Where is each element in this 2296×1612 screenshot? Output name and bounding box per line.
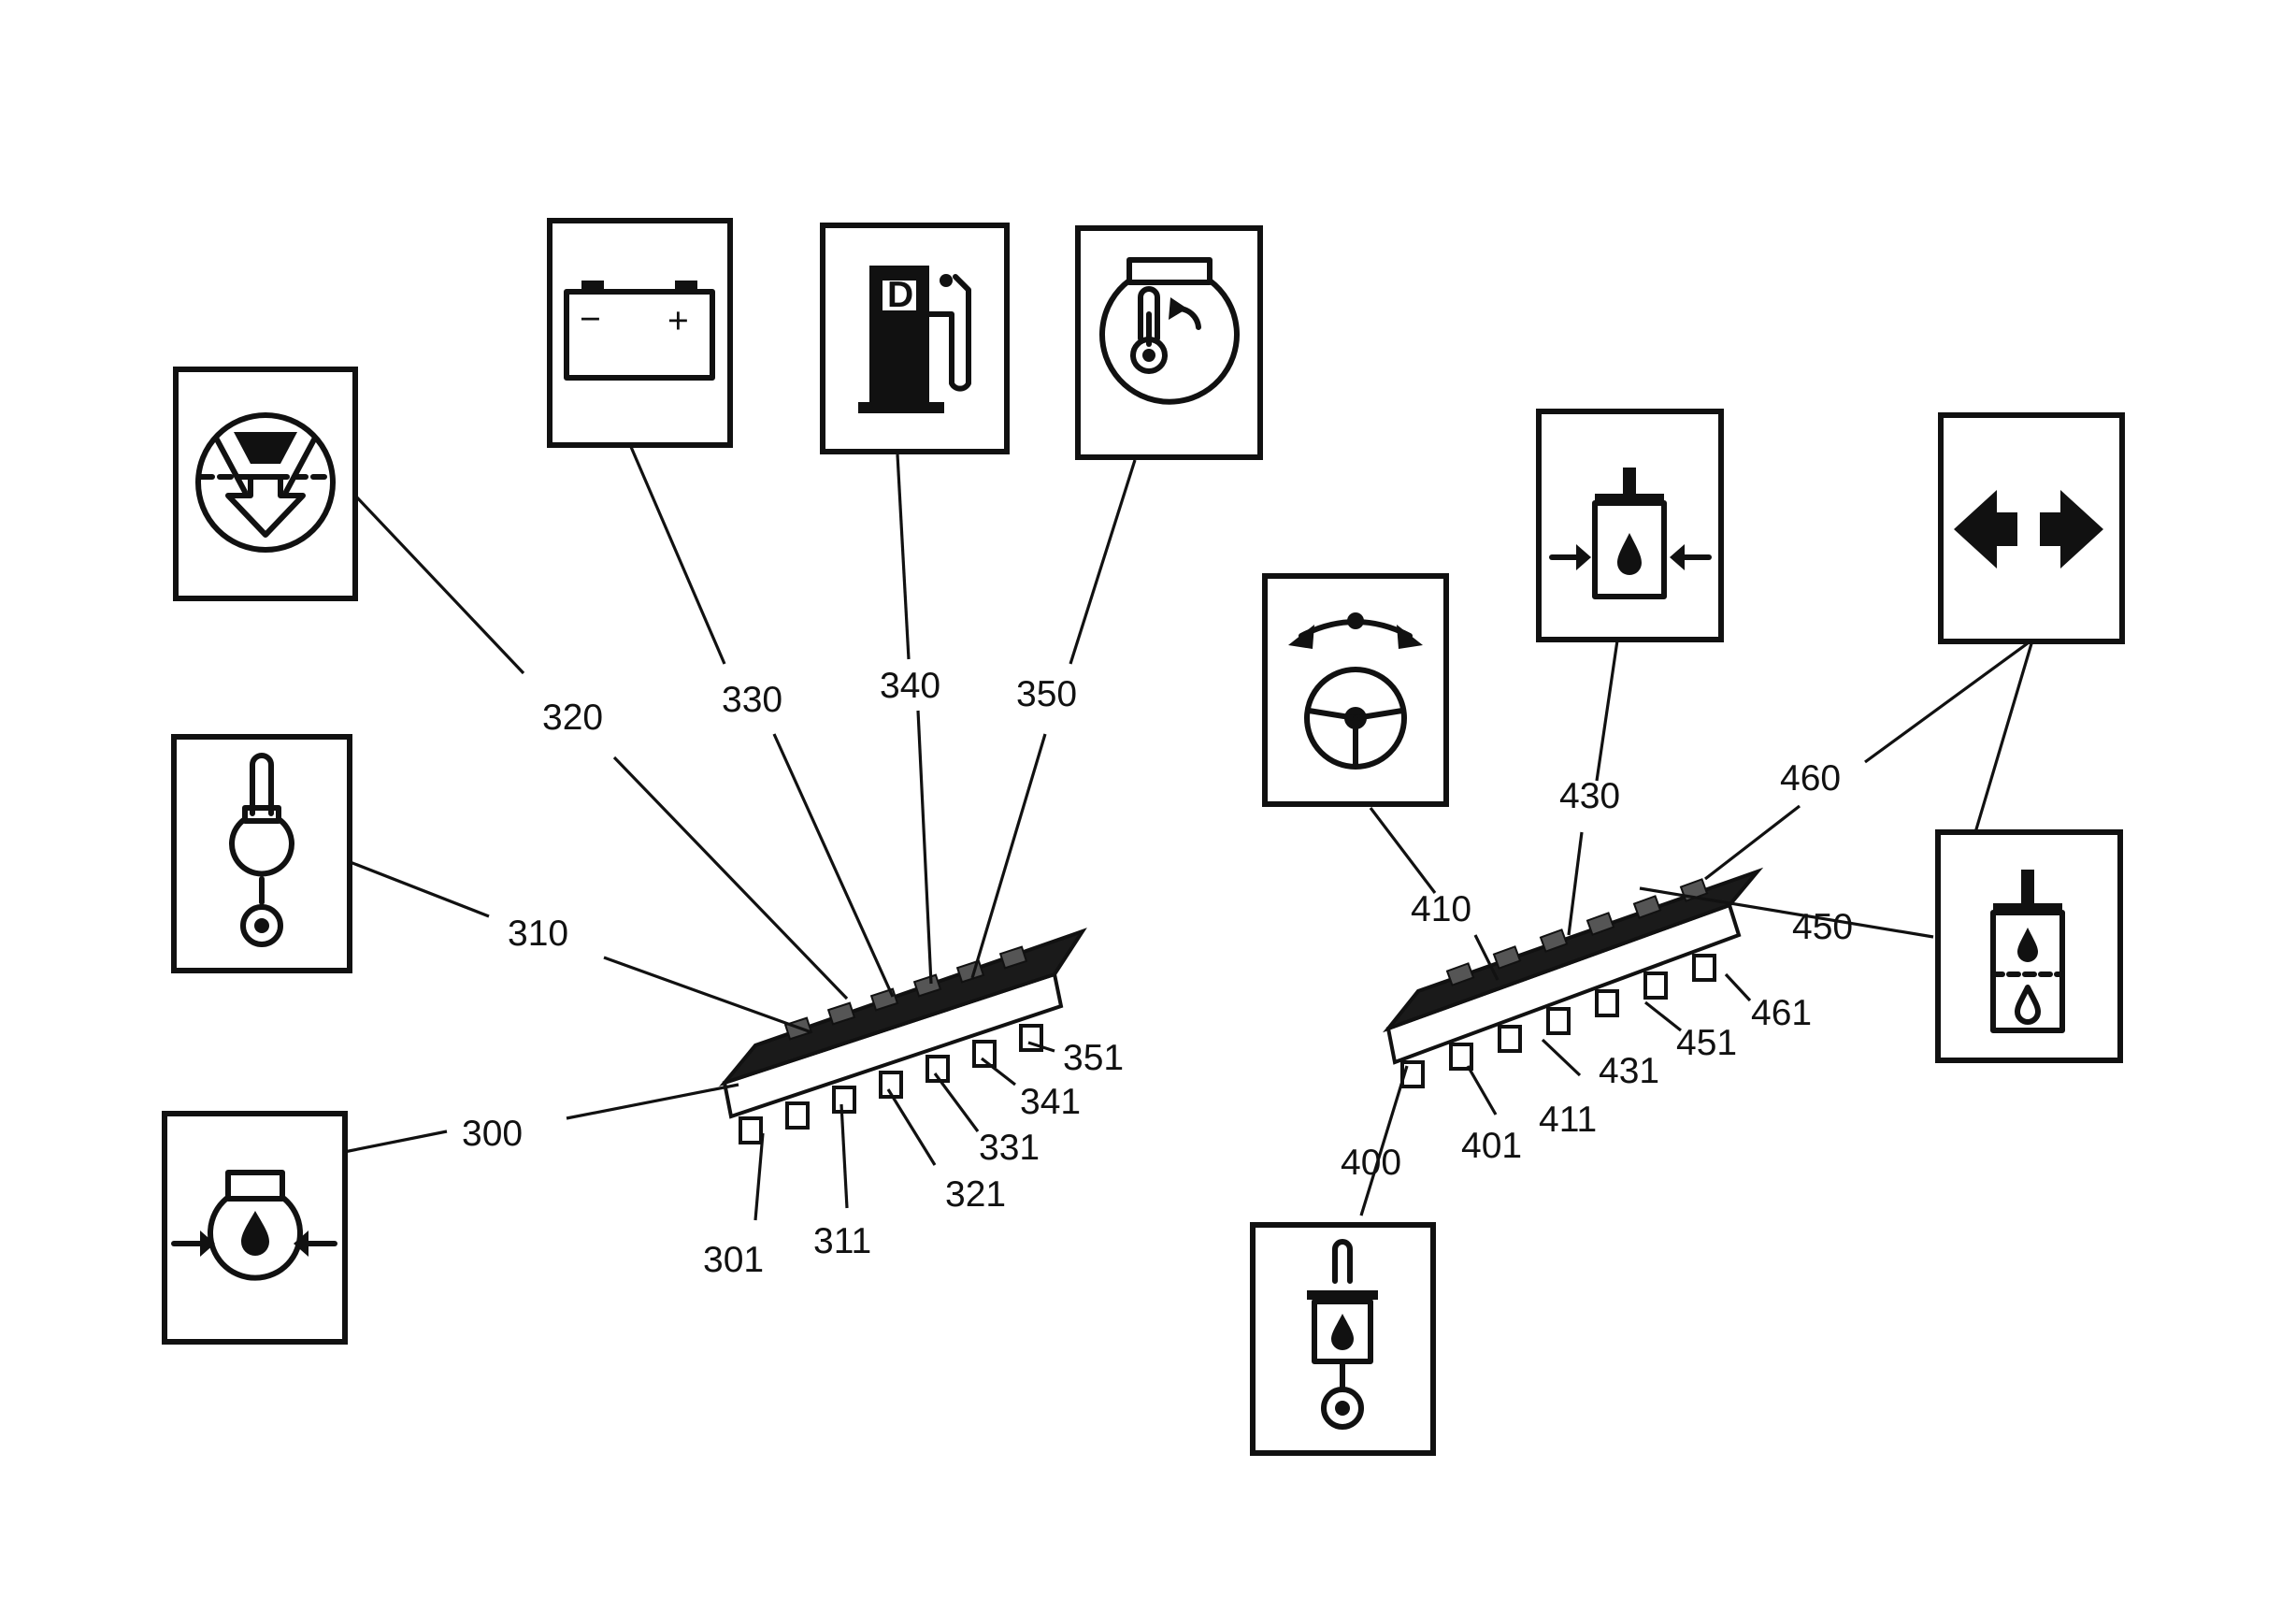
box-340: D (820, 223, 1010, 454)
ref-450: 450 (1792, 907, 1853, 947)
ref-300: 300 (462, 1114, 523, 1154)
reference-numerals: 300 301 310 311 320 321 330 331 340 341 … (462, 666, 1853, 1280)
air-filter-icon (195, 412, 336, 553)
box-330: − + (547, 218, 733, 448)
ref-401: 401 (1461, 1126, 1522, 1166)
ref-350: 350 (1016, 674, 1077, 714)
box-450 (1935, 829, 2123, 1063)
steering-icon (1288, 612, 1423, 770)
box-320 (173, 367, 358, 601)
box-410 (1262, 573, 1449, 807)
ref-430: 430 (1559, 776, 1620, 816)
leader-lines (343, 446, 2034, 1221)
box-310 (171, 734, 352, 973)
left-indicator-panel (719, 928, 1087, 1144)
ref-310: 310 (508, 914, 568, 954)
right-indicator-panel (1383, 867, 1764, 1088)
ref-301: 301 (703, 1240, 764, 1280)
box-430 (1536, 409, 1724, 642)
fuel-d-glyph: D (887, 275, 913, 315)
box-300 (162, 1111, 348, 1345)
engine-oil-pressure-icon (171, 1170, 337, 1281)
hydraulic-oil-level-icon (1990, 870, 2065, 1033)
coolant-temperature-bulb-icon (229, 753, 294, 947)
ref-411: 411 (1539, 1100, 1597, 1140)
diesel-fuel-pump-icon: D (858, 266, 971, 413)
ref-431: 431 (1599, 1051, 1659, 1091)
ref-330: 330 (722, 680, 782, 720)
engine-temperature-icon (1099, 257, 1240, 405)
ref-451: 451 (1676, 1023, 1737, 1063)
ref-351: 351 (1063, 1038, 1124, 1078)
turn-signal-arrows-icon (1954, 490, 2103, 569)
ref-311: 311 (813, 1221, 871, 1261)
ref-340: 340 (880, 666, 940, 706)
ref-410: 410 (1411, 889, 1471, 929)
right-panel-tabs (1400, 954, 1716, 1088)
left-panel-keys (783, 945, 1028, 1041)
battery-charge-icon: − + (564, 281, 715, 381)
ref-341: 341 (1020, 1082, 1081, 1122)
ref-460: 460 (1780, 758, 1841, 799)
ref-321: 321 (945, 1174, 1006, 1215)
battery-plus-glyph: + (667, 301, 689, 341)
battery-minus-glyph: − (580, 299, 601, 339)
left-panel-tabs (739, 1024, 1043, 1144)
hydraulic-oil-temperature-icon (1307, 1239, 1378, 1430)
box-460 (1938, 412, 2125, 644)
box-400 (1250, 1222, 1436, 1456)
ref-331: 331 (979, 1128, 1040, 1168)
hydraulic-oil-pressure-icon (1549, 468, 1712, 599)
ref-320: 320 (542, 698, 603, 738)
ref-461: 461 (1751, 993, 1812, 1033)
ref-400: 400 (1341, 1143, 1401, 1183)
box-350 (1075, 225, 1263, 460)
